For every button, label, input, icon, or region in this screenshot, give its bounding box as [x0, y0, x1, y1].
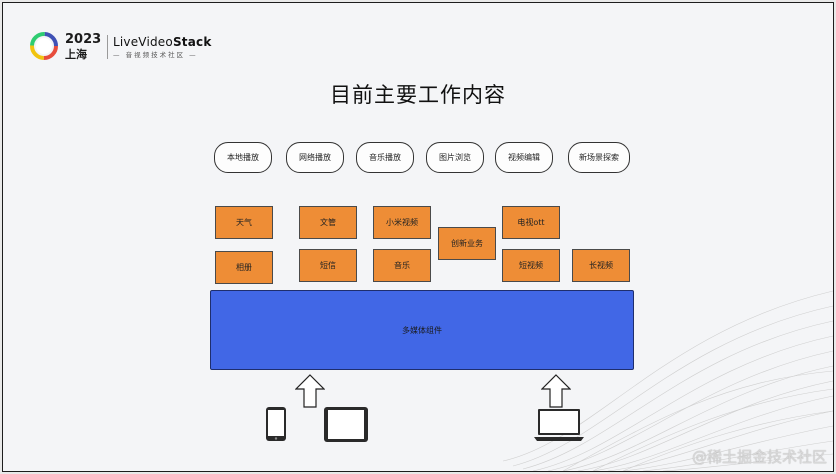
- pill-local-playback: 本地播放: [214, 142, 272, 173]
- app-short-video: 短视频: [502, 249, 560, 282]
- slide-title: 目前主要工作内容: [330, 83, 506, 107]
- app-innovation: 创新业务: [438, 227, 496, 260]
- brand-subtitle: — 音视频技术社区 —: [113, 51, 198, 59]
- event-year: 2023: [65, 32, 102, 47]
- brand-light: LiveVideo: [113, 35, 173, 49]
- pill-image-browsing: 图片浏览: [426, 142, 484, 173]
- brand-logo: LiveVideoStack: [113, 35, 212, 49]
- watermark: @稀土掘金技术社区: [691, 448, 827, 466]
- wave-decoration: [503, 290, 833, 471]
- app-files: 文管: [299, 206, 357, 239]
- app-sms: 短信: [299, 249, 357, 282]
- app-music: 音乐: [373, 249, 431, 282]
- pill-new-scenarios: 新场景探索: [568, 142, 630, 173]
- pill-music-playback: 音乐播放: [356, 142, 414, 173]
- conference-logo-icon: [30, 32, 58, 60]
- app-album: 相册: [215, 251, 273, 284]
- app-tv-ott: 电视ott: [502, 206, 560, 239]
- app-weather: 天气: [215, 206, 273, 239]
- event-city: 上海: [65, 48, 87, 61]
- tablet-icon: [324, 407, 368, 442]
- up-arrow-icon: [541, 374, 571, 408]
- up-arrow-icon: [295, 374, 325, 408]
- logo-divider: [107, 35, 108, 59]
- brand-bold: Stack: [172, 35, 212, 49]
- laptop-icon: [534, 409, 584, 441]
- multimedia-component-bar: 多媒体组件: [210, 290, 634, 370]
- pill-video-editing: 视频编辑: [495, 142, 553, 173]
- app-long-video: 长视频: [572, 249, 630, 282]
- component-bar-label: 多媒体组件: [402, 325, 442, 335]
- app-mi-video: 小米视频: [373, 206, 431, 239]
- phone-icon: [266, 407, 286, 441]
- pill-network-playback: 网络播放: [286, 142, 344, 173]
